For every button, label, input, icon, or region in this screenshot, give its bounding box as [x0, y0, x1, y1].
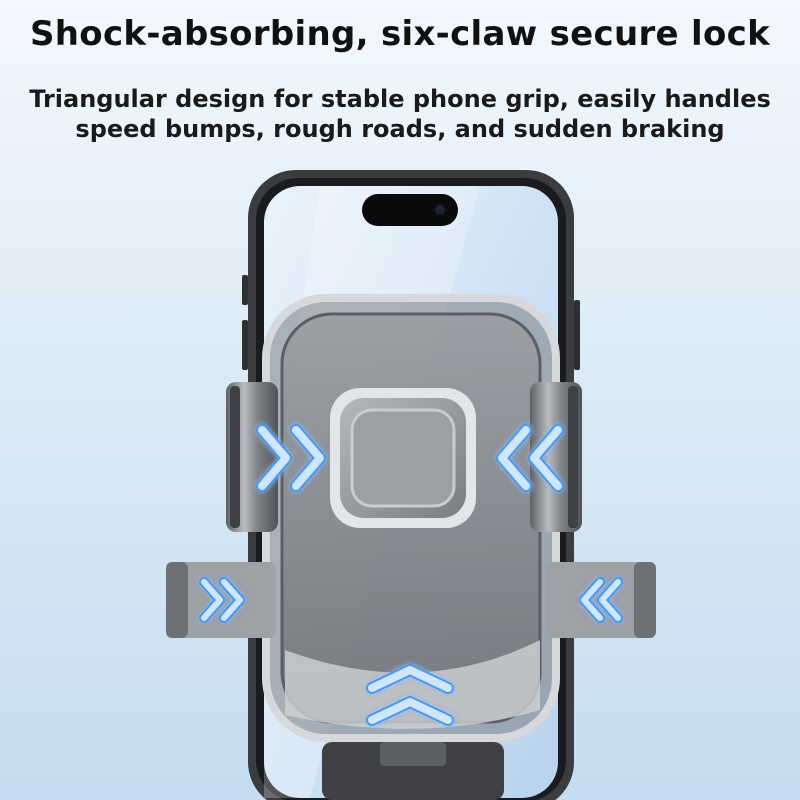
bottom-foot — [322, 742, 504, 800]
center-square — [330, 388, 476, 528]
left-grip-arrows — [256, 424, 326, 492]
subtitle-line-1: Triangular design for stable phone grip,… — [29, 85, 771, 113]
left-arm-arrows — [199, 577, 245, 623]
dynamic-island — [362, 194, 458, 226]
right-grip-claw — [530, 382, 582, 532]
right-arm-arrows — [579, 577, 623, 623]
headline: Shock-absorbing, six-claw secure lock — [30, 14, 770, 54]
subtitle: Triangular design for stable phone grip,… — [20, 84, 780, 144]
subtitle-line-2: speed bumps, rough roads, and sudden bra… — [75, 115, 725, 143]
right-grip-arrows — [496, 424, 564, 492]
left-grip-claw — [226, 382, 278, 532]
bottom-arrows — [366, 664, 454, 726]
